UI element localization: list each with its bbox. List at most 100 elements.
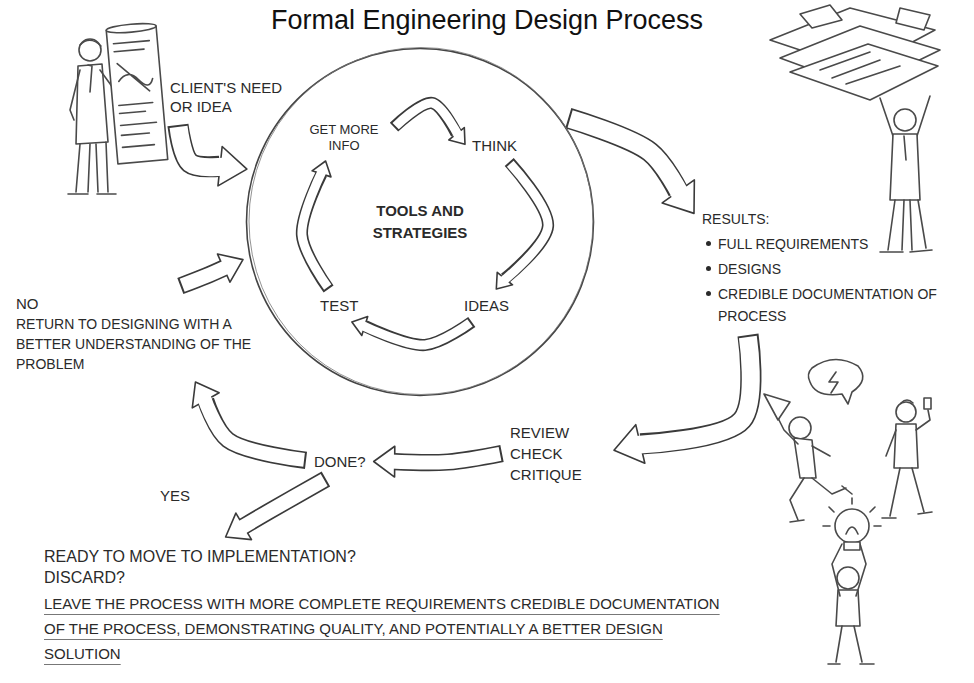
client-figure-part xyxy=(76,142,108,192)
arrow-fill xyxy=(240,480,324,528)
team-figures-part xyxy=(764,394,790,420)
circle-line xyxy=(249,48,593,395)
node-text: CLIENT'S NEED OR IDEA xyxy=(170,78,290,116)
edge-label: YES xyxy=(160,486,190,505)
team-figures-part xyxy=(790,478,846,520)
node-text-body: RETURN TO DESIGNING WITH A BETTER UNDERS… xyxy=(16,314,264,374)
node-text: NO xyxy=(16,294,264,314)
team-figures-part xyxy=(778,418,830,456)
decision-text: DONE? xyxy=(312,450,368,473)
client-figure-part xyxy=(68,193,116,195)
arrow-fill xyxy=(636,337,750,445)
cycle-step: GET MORE INFO xyxy=(298,120,390,156)
team-figures-part xyxy=(896,402,916,422)
diagram-title: Formal Engineering Design Process xyxy=(0,5,974,36)
node-text: THINK xyxy=(472,136,517,155)
block-arrow xyxy=(352,317,472,345)
node-text-body: DESIGNS xyxy=(702,258,938,280)
results-figure-part xyxy=(880,96,930,136)
team-figures-part xyxy=(886,430,896,456)
cycle-step: TEST xyxy=(318,294,360,317)
circle-line xyxy=(247,49,594,396)
node-text: DONE? xyxy=(314,452,366,471)
need-text: CLIENT'S NEED OR IDEA xyxy=(168,76,292,118)
team-figures-part xyxy=(832,544,866,596)
team-figures-part xyxy=(789,417,811,439)
cycle-step: THINK xyxy=(470,134,519,157)
team-figures-part xyxy=(836,626,862,662)
client-figure-part xyxy=(79,39,101,61)
team-figures-part xyxy=(882,512,932,518)
block-arrow xyxy=(180,254,243,286)
client-figure-part xyxy=(80,40,101,46)
results-figure-part xyxy=(880,250,932,252)
node-text-body: FULL REQUIREMENTS xyxy=(702,233,938,255)
block-arrow xyxy=(374,446,502,477)
team-figures-part xyxy=(846,527,858,534)
node-text: REVIEW CHECK CRITIQUE xyxy=(510,422,606,485)
edge-label-box: YES xyxy=(158,486,192,505)
results-figure-part xyxy=(790,44,938,100)
client-figure-part xyxy=(76,64,108,144)
client-figure-part xyxy=(70,70,80,120)
results-list: RESULTS: FULL REQUIREMENTS DESIGNS CREDIBLE… xyxy=(700,206,940,329)
node-text: IDEAS xyxy=(464,296,509,315)
client-figure-part xyxy=(106,26,167,164)
team-figures-part xyxy=(835,509,869,543)
node-text: GET MORE INFO xyxy=(300,122,388,154)
arrow-fill xyxy=(502,164,548,282)
node-text-body: DISCARD? xyxy=(44,567,720,588)
node-text: READY TO MOVE TO IMPLEMENTATION? xyxy=(44,546,720,567)
arrow-fill xyxy=(361,323,470,345)
team-figures-part xyxy=(894,424,918,468)
block-arrow xyxy=(394,103,465,144)
team-figures-part xyxy=(890,468,924,516)
outcome-text: READY TO MOVE TO IMPLEMENTATION?DISCARD?… xyxy=(42,544,722,668)
block-arrow xyxy=(614,335,751,463)
results-figure-part xyxy=(888,200,926,250)
block-arrow xyxy=(178,125,247,186)
no-branch-text: NORETURN TO DESIGNING WITH A BETTER UNDE… xyxy=(14,292,266,376)
client-figure-part xyxy=(113,41,158,148)
results-figure-part xyxy=(800,5,842,28)
team-figures-part xyxy=(916,410,930,430)
node-text-body: CREDIBLE DOCUMENTATION OF PROCESS xyxy=(702,283,938,327)
team-figures-part xyxy=(823,498,881,664)
results-figure xyxy=(770,5,940,252)
results-figure-part xyxy=(904,136,906,160)
results-figure-part xyxy=(896,8,930,30)
block-arrow xyxy=(226,479,326,540)
block-arrow xyxy=(568,118,694,213)
cycle-circle: TOOLS AND STRATEGIES GET MORE INFO THINK ID… xyxy=(245,47,595,397)
team-figures-part xyxy=(844,542,860,550)
cycle-step: IDEAS xyxy=(462,294,511,317)
results-figure-part xyxy=(820,52,900,84)
circle-outline xyxy=(245,47,595,397)
team-figures-part xyxy=(823,498,881,526)
node-text: TEST xyxy=(320,296,358,315)
team-figures-part xyxy=(901,400,913,403)
arrow-fill xyxy=(179,127,225,167)
client-figure xyxy=(68,22,168,194)
arrow-fill xyxy=(396,103,459,137)
client-figure-part xyxy=(106,22,168,164)
team-figures-part xyxy=(837,567,859,589)
team-figures xyxy=(764,359,932,664)
arrow-fill xyxy=(182,267,227,286)
team-figures-part xyxy=(829,372,838,393)
team-figures-part xyxy=(828,663,874,665)
node-text: TOOLS AND STRATEGIES xyxy=(360,200,480,244)
client-figure-part xyxy=(88,65,92,92)
arrow-fill xyxy=(302,170,328,287)
block-arrow xyxy=(496,162,548,289)
team-figures-part xyxy=(924,398,931,409)
block-arrow xyxy=(302,161,331,289)
client-figure-part xyxy=(106,22,157,34)
node-text: RESULTS: xyxy=(702,208,938,230)
arrow-fill xyxy=(204,397,304,460)
arrow-fill xyxy=(570,119,680,195)
title-box: Formal Engineering Design Process xyxy=(0,5,974,36)
review-text: REVIEW CHECK CRITIQUE xyxy=(508,420,608,487)
results-figure-part xyxy=(894,109,916,131)
